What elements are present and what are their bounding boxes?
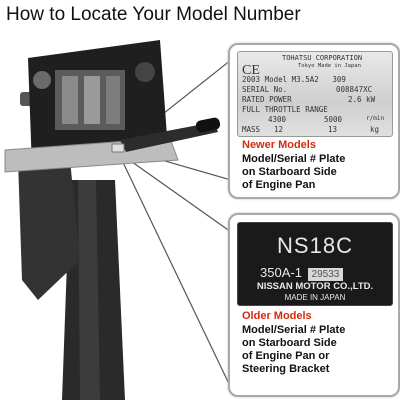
plate-made-in: Tokyo Made in Japan [298,63,361,69]
plate-model-label: Model [264,75,288,84]
plate-maker: NISSAN MOTOR CO.,LTD. [256,281,374,292]
newer-models-callout: CE TOHATSU CORPORATION Tokyo Made in Jap… [228,43,400,199]
newer-models-heading: Newer Models [242,139,316,151]
plate-model: M3.5A2 [291,75,319,84]
newer-desc-line-2: on Starboard Side [242,166,337,178]
older-desc-line-4: Steering Bracket [242,363,330,375]
plate-serial-box: 29533 [307,268,344,281]
nissan-serial-plate: NS18C 350A-1 29533 NISSAN MOTOR CO.,LTD.… [237,222,393,306]
tohatsu-serial-plate: CE TOHATSU CORPORATION Tokyo Made in Jap… [237,51,393,137]
plate-serial: 008847XC [336,85,373,94]
plate-power: 2.6 kW [348,95,376,104]
older-models-callout: NS18C 350A-1 29533 NISSAN MOTOR CO.,LTD.… [228,213,400,397]
older-desc-line-1: Model/Serial # Plate [242,324,346,336]
plate-serial-prefix: 350A-1 [260,265,302,280]
older-models-heading: Older Models [242,310,312,322]
page-title: How to Locate Your Model Number [6,4,301,25]
plate-year: 2003 [242,75,261,84]
plate-code: 309 [332,75,346,84]
ce-mark-icon: CE [242,63,260,78]
newer-desc-line-1: Model/Serial # Plate [242,153,346,165]
outboard-engine-image [4,40,230,400]
plate-serial-label: SERIAL No. [242,85,288,94]
plate-mass-low: 12 [274,125,284,134]
plate-throttle-label: FULL THROTTLE RANGE [242,105,328,114]
plate-rpm-high: 5000 [324,115,343,124]
newer-desc-line-3: of Engine Pan [242,179,316,191]
plate-mass-high: 13 [328,125,338,134]
plate-mass-label: MASS [242,125,261,134]
older-desc-line-3: of Engine Pan or [242,350,330,362]
plate-made-in: MADE IN JAPAN [284,293,346,302]
plate-mass-unit: kg [370,125,380,134]
plate-model: NS18C [277,233,353,258]
plate-rpm-low: 4300 [268,115,287,124]
plate-maker: TOHATSU CORPORATION [282,54,363,62]
plate-rpm-unit: r/min [366,115,385,122]
plate-power-label: RATED POWER [242,95,292,104]
older-desc-line-2: on Starboard Side [242,337,337,349]
